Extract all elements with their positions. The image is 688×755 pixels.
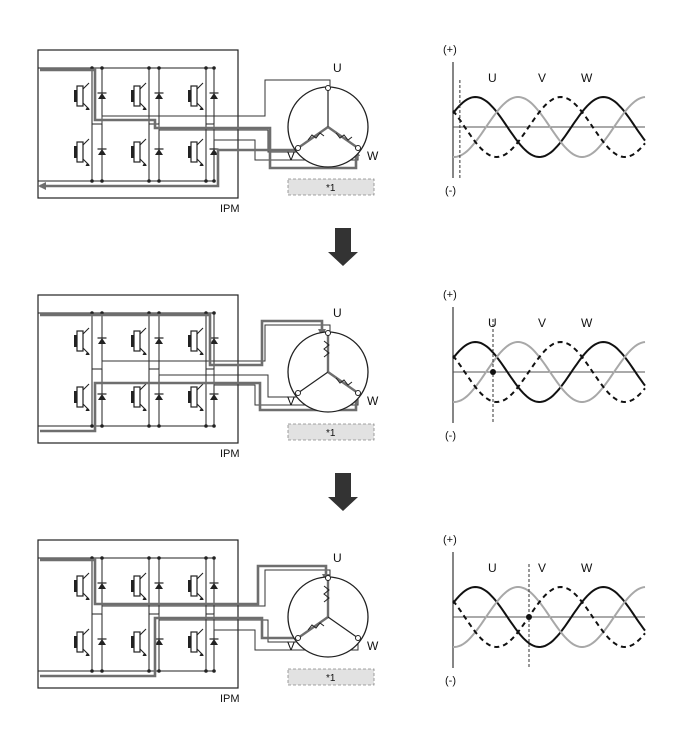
motor-label-v: V: [287, 394, 295, 408]
wave-v: [453, 96, 646, 158]
ipm-label: IPM: [220, 203, 240, 215]
note-label: *1: [326, 183, 336, 194]
wave-label-w: W: [581, 316, 593, 330]
motor-label-u: U: [333, 306, 342, 320]
wave-label-u: U: [488, 316, 497, 330]
motor: U V W: [287, 61, 379, 168]
time-marker-dot: [490, 369, 496, 375]
motor-label-v: V: [287, 639, 295, 653]
minus-label: (-): [445, 185, 456, 197]
stage-3: IPM: [37, 534, 646, 705]
wave-u: [452, 585, 646, 649]
motor-label-u: U: [333, 61, 342, 75]
motor-label-w: W: [367, 639, 379, 653]
wave-v: [453, 586, 646, 648]
ipm-box: [37, 294, 239, 444]
plus-label: (+): [443, 289, 457, 301]
motor-label-w: W: [367, 149, 379, 163]
note-label: *1: [326, 673, 336, 684]
switch-legs: [73, 556, 220, 673]
current-path-return: [38, 148, 300, 190]
wave-label-v: V: [538, 561, 546, 575]
current-path: [40, 313, 326, 367]
down-arrow-1: [328, 228, 358, 266]
wave-u: [452, 340, 646, 404]
time-marker-dot: [526, 614, 532, 620]
motor-label-u: U: [333, 551, 342, 565]
waveform-panel: (+) (-) U V W: [443, 534, 646, 687]
current-path: [40, 68, 360, 170]
wave-label-w: W: [581, 71, 593, 85]
plus-label: (+): [443, 534, 457, 546]
stage-2: IPM: [37, 289, 646, 460]
ipm-circuit: IPM: [37, 49, 360, 215]
note-box: [287, 668, 375, 686]
wave-label-v: V: [538, 316, 546, 330]
current-path-return: [40, 381, 358, 433]
minus-label: (-): [445, 430, 456, 442]
down-arrow-2: [328, 473, 358, 511]
motor: U V W: [287, 306, 379, 413]
waveform-panel: (+) (-) U V W: [443, 289, 646, 442]
current-path: [40, 558, 330, 606]
wave-label-w: W: [581, 561, 593, 575]
ipm-box: [37, 49, 239, 199]
stage-1: IPM: [37, 44, 646, 215]
current-path-return: [40, 616, 296, 678]
waveform-panel: (+) (-) U V W: [443, 44, 646, 197]
ipm-box: [37, 539, 239, 689]
note-box: [287, 178, 375, 196]
wave-label-v: V: [538, 71, 546, 85]
motor: U V W: [287, 551, 379, 658]
plus-label: (+): [443, 44, 457, 56]
ipm-circuit: IPM: [37, 539, 359, 705]
ipm-label: IPM: [220, 448, 240, 460]
motor-label-w: W: [367, 394, 379, 408]
motor-label-v: V: [287, 149, 295, 163]
wave-label-u: U: [488, 71, 497, 85]
wave-u: [452, 95, 646, 159]
wave-v: [453, 341, 646, 403]
ipm-label: IPM: [220, 693, 240, 705]
note-box: [287, 423, 375, 441]
ipm-circuit: IPM: [37, 294, 359, 460]
wave-label-u: U: [488, 561, 497, 575]
note-label: *1: [326, 428, 336, 439]
minus-label: (-): [445, 675, 456, 687]
